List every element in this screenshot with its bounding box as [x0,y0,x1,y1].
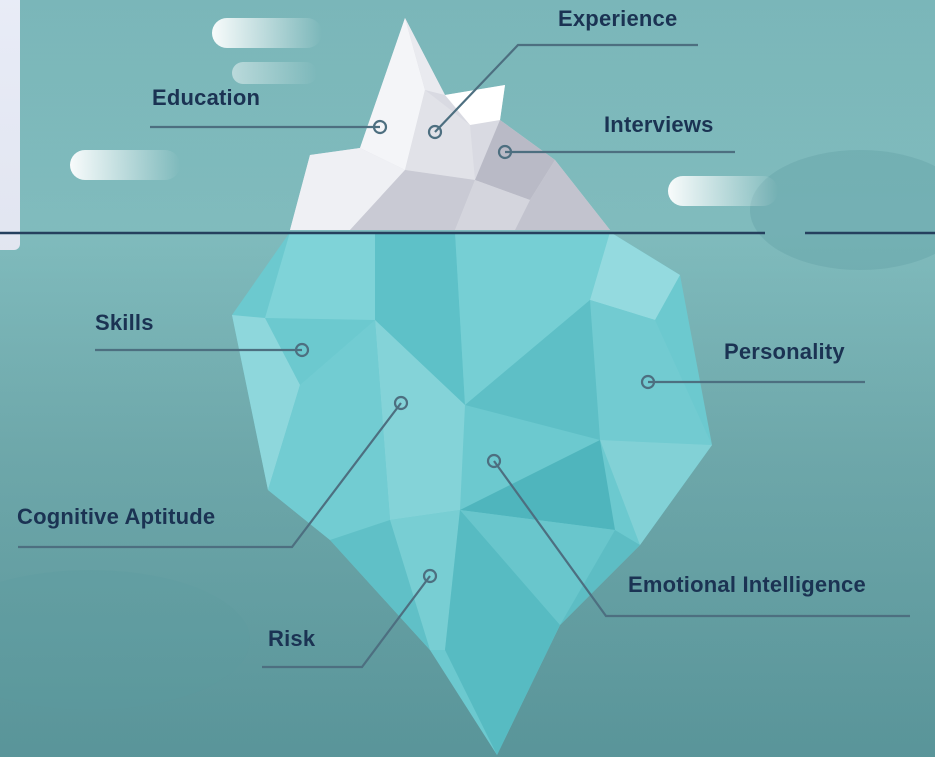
anchor-education [372,119,388,135]
cloud [668,176,778,206]
label-experience: Experience [558,6,678,31]
cloud [212,18,322,48]
anchor-interviews [497,144,513,160]
anchor-skills [294,342,310,358]
label-education: Education [152,85,261,110]
leader-lines [18,43,910,669]
label-interviews: Interviews [604,112,714,137]
anchor-personality [640,374,656,390]
label-personality: Personality [724,339,845,364]
anchor-cognitive [393,395,409,411]
clouds [70,18,778,206]
label-emotional-intelligence: Emotional Intelligence [628,572,866,597]
anchor-points [294,119,656,584]
cloud [232,62,317,84]
anchor-risk [422,568,438,584]
iceberg-base [232,232,712,755]
leader-experience [434,43,698,133]
leader-risk [262,575,431,669]
leader-emotional [493,460,910,618]
cloud [70,150,180,180]
label-cognitive-aptitude: Cognitive Aptitude [17,504,216,529]
label-skills: Skills [95,310,154,335]
anchor-experience [427,124,443,140]
label-risk: Risk [268,626,316,651]
anchor-emotional [486,453,502,469]
leader-cognitive [18,402,402,549]
